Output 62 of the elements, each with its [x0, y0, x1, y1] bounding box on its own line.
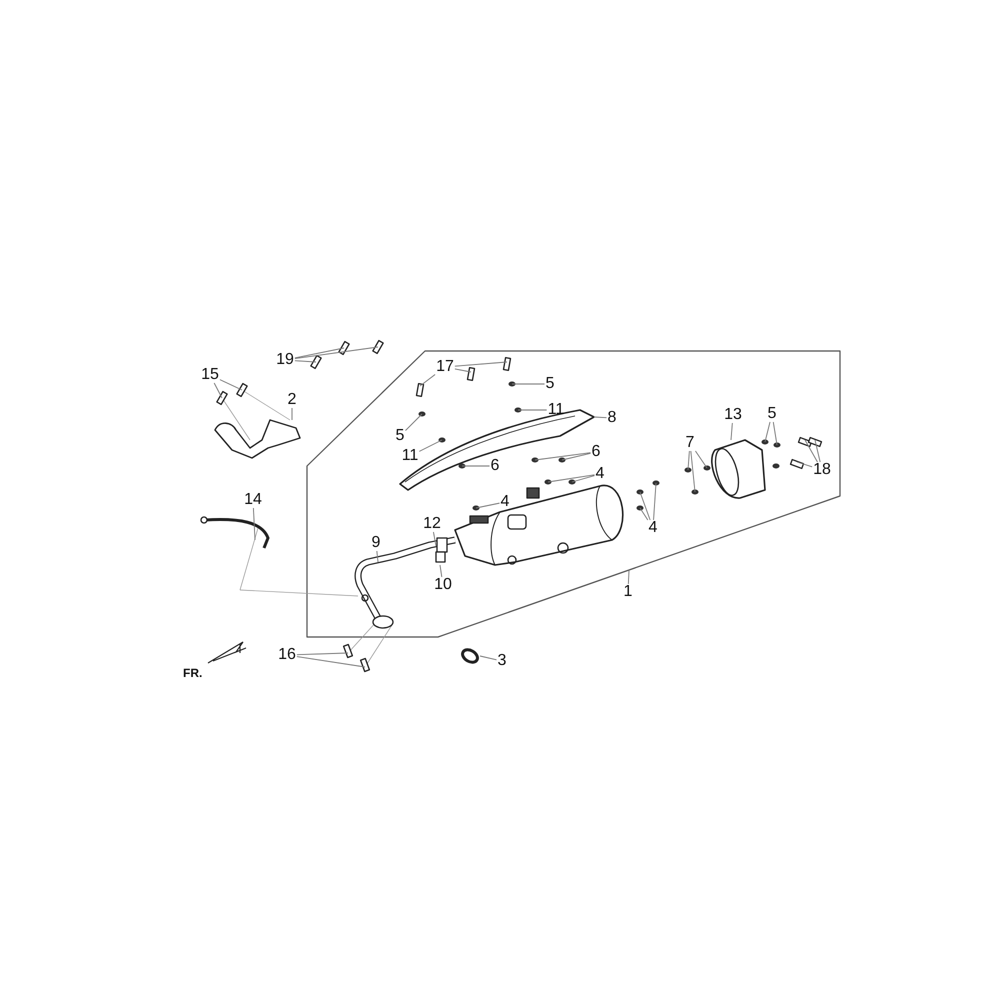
- leader-line: [572, 475, 595, 482]
- leader-line: [433, 532, 436, 546]
- callout-number: 5: [544, 376, 556, 392]
- callout-number: 3: [496, 653, 508, 669]
- leader-line: [294, 348, 344, 358]
- leader-line: [534, 452, 591, 460]
- leader-line: [764, 422, 770, 442]
- leader-line: [418, 440, 442, 452]
- leader-line: [814, 440, 821, 462]
- callout-number: 1: [622, 584, 634, 600]
- leader-line: [562, 452, 591, 460]
- leader-line: [454, 368, 472, 372]
- callout-number: 19: [275, 352, 295, 368]
- callout-number: 5: [766, 406, 778, 422]
- callout-number: 8: [606, 410, 618, 426]
- callout-number: 11: [546, 402, 566, 418]
- leader-line: [454, 362, 508, 367]
- callout-number: 5: [394, 428, 406, 444]
- callout-number: 18: [812, 462, 832, 478]
- callout-number: 9: [370, 535, 382, 551]
- callout-number: 13: [723, 407, 743, 423]
- leader-line: [214, 382, 222, 398]
- leader-line: [440, 564, 442, 578]
- leader-line: [804, 440, 818, 462]
- leader-line: [294, 346, 378, 360]
- front-direction-label: FR.: [183, 666, 202, 680]
- leader-line: [252, 508, 256, 540]
- leader-line: [405, 414, 422, 431]
- callout-number: 6: [490, 458, 500, 474]
- callout-number: 4: [500, 494, 510, 510]
- leader-line: [772, 422, 778, 446]
- callout-number: 16: [277, 647, 297, 663]
- callout-number: 10: [433, 577, 453, 593]
- leader-line: [294, 360, 316, 362]
- callout-number: 7: [684, 435, 696, 451]
- callout-number: 17: [435, 359, 455, 375]
- leader-line: [594, 416, 607, 418]
- leader-line: [219, 379, 242, 390]
- leader-line: [420, 374, 436, 386]
- leader-line: [695, 450, 708, 468]
- callout-number: 12: [422, 516, 442, 532]
- leader-line: [690, 450, 696, 492]
- callout-number: 11: [400, 448, 420, 464]
- leader-line: [628, 570, 630, 584]
- callout-number: 4: [648, 520, 658, 536]
- leader-line: [480, 656, 497, 660]
- leader-line: [296, 656, 366, 668]
- callout-number: 14: [243, 492, 263, 508]
- leader-line: [548, 474, 595, 482]
- leader-line: [296, 652, 348, 656]
- leader-line: [653, 482, 656, 520]
- leader-line: [640, 508, 648, 520]
- leader-line: [640, 492, 651, 520]
- leader-line: [688, 450, 690, 470]
- leader-line: [476, 502, 500, 508]
- callout-number: 2: [286, 392, 298, 408]
- leader-line: [376, 550, 378, 562]
- leader-line: [730, 422, 733, 440]
- callout-number: 4: [594, 466, 606, 482]
- leader-line: [796, 462, 813, 468]
- callout-number: 15: [200, 367, 220, 383]
- callout-number: 6: [590, 444, 602, 460]
